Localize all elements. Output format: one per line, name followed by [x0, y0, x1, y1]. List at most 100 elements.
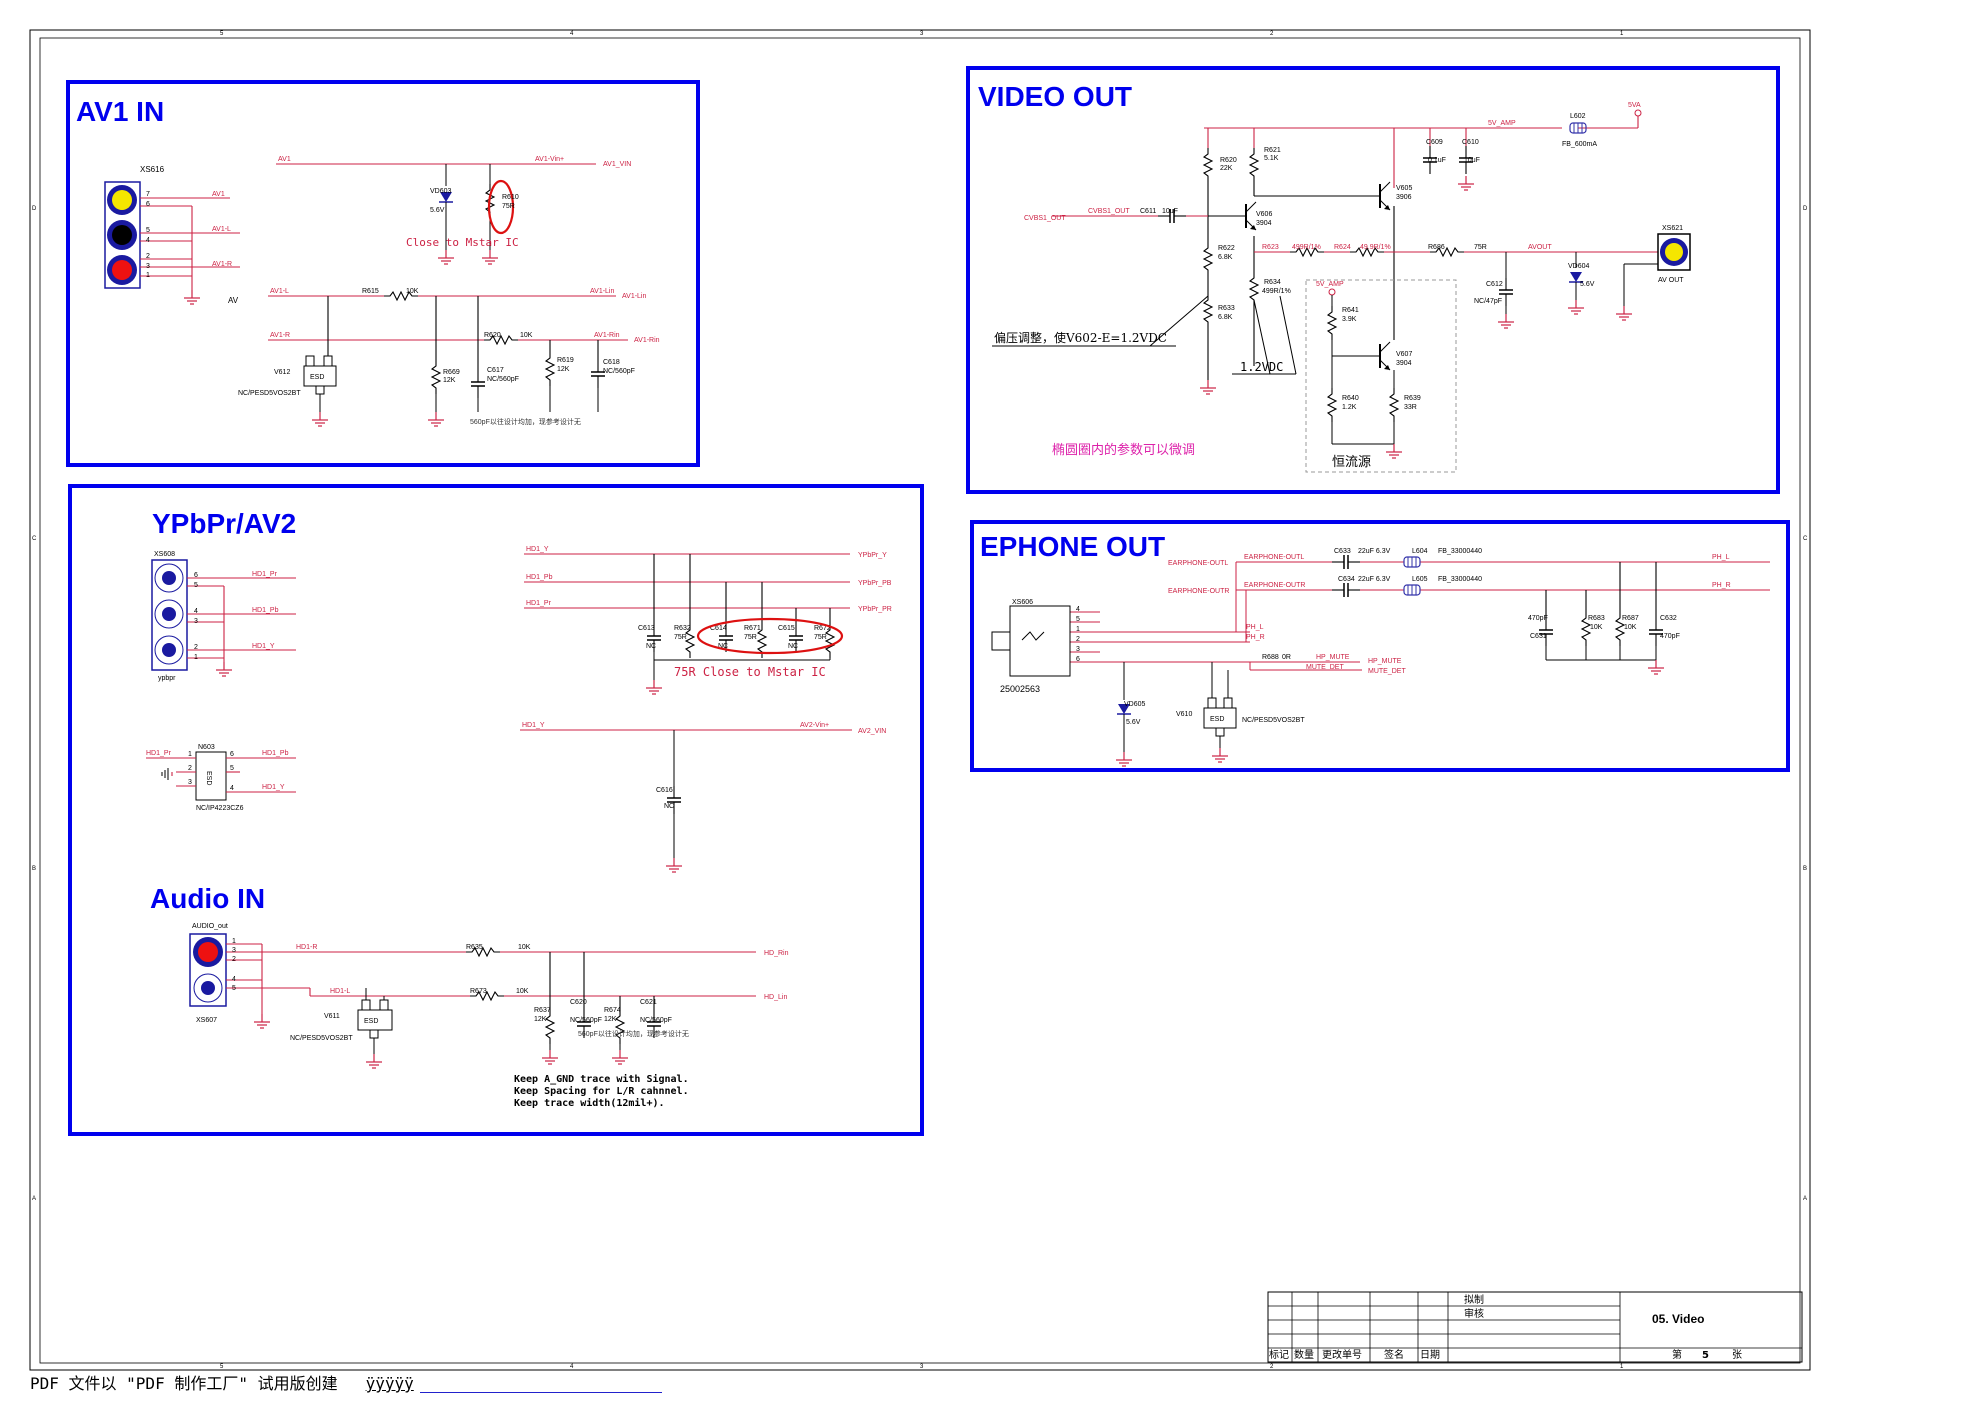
- pin: 6: [230, 751, 234, 758]
- resistor-ref: R683: [1588, 615, 1605, 622]
- sheet-suffix: 张: [1732, 1349, 1742, 1361]
- ferrite-ref: L605: [1412, 576, 1428, 583]
- cap-val: NC/560pF: [640, 1017, 672, 1024]
- cap-val: NC/560pF: [570, 1017, 602, 1024]
- resistor-val: 499R/1%: [1292, 244, 1321, 251]
- audio-title: Audio IN: [150, 883, 265, 914]
- zone-letter: A: [1803, 1196, 1807, 1202]
- transistor-val: 3906: [1396, 194, 1412, 201]
- pin: 2: [194, 644, 198, 651]
- col-label: 日期: [1420, 1349, 1440, 1361]
- net-label: AV1-L: [270, 288, 289, 295]
- pin: 6: [1076, 656, 1080, 663]
- av1-pin: 7: [146, 191, 150, 198]
- zone-number: 4: [570, 1364, 574, 1370]
- ferrite-val: FB_600mA: [1562, 141, 1597, 148]
- cap-ref: C615: [778, 625, 795, 632]
- resistor-val: 12K: [604, 1016, 617, 1023]
- av-out-connector[interactable]: [1657, 233, 1691, 271]
- net-label: AVOUT: [1528, 244, 1552, 251]
- pin: 6: [194, 572, 198, 579]
- port-label: AV1-Rin: [634, 337, 660, 344]
- resistor-ref: R632: [674, 625, 691, 632]
- av1-pin: 5: [146, 227, 150, 234]
- draw-label: 拟制: [1464, 1293, 1484, 1306]
- transistor-val: 3904: [1396, 360, 1412, 367]
- port-label: YPbPr_PB: [858, 580, 892, 587]
- av1-connector[interactable]: [104, 181, 141, 289]
- zone-number: 1: [1620, 1364, 1624, 1370]
- footer-link[interactable]: ÿÿÿÿÿ: [365, 1374, 414, 1393]
- connector-label: ypbpr: [158, 675, 176, 682]
- transistor-val: 3904: [1256, 220, 1272, 227]
- ephone-out-block: EPHONE OUT EARPHONE-OUTL EARPHONE-OUTR E…: [970, 520, 1790, 772]
- vdc-note: 1.2VDC: [1240, 360, 1283, 374]
- esd-ref: V611: [324, 1013, 340, 1020]
- footer-text: PDF 文件以 "PDF 制作工厂" 试用版创建: [30, 1374, 338, 1393]
- connector-ref: XS621: [1662, 225, 1683, 232]
- ypbpr-connector[interactable]: [151, 559, 188, 671]
- pin: 3: [188, 779, 192, 786]
- audio-connector[interactable]: [189, 933, 227, 1007]
- resistor-ref: R619: [557, 357, 574, 364]
- zone-letter: A: [32, 1196, 36, 1202]
- video-out-title: VIDEO OUT: [978, 81, 1132, 112]
- resistor-val: 5.1K: [1264, 155, 1279, 162]
- resistor-val: 10K: [1624, 624, 1637, 631]
- col-label: 签名: [1384, 1348, 1404, 1361]
- pin: 2: [1076, 636, 1080, 643]
- av1-pin: 6: [146, 201, 150, 208]
- net-label: HD1_Y: [252, 643, 275, 650]
- net-label: PH_R: [1712, 582, 1731, 589]
- resistor-val: 10K: [516, 988, 529, 995]
- diode-ref: VD604: [1568, 263, 1590, 270]
- resistor-ref: R688: [1262, 654, 1279, 661]
- net-label: HD1_Y: [526, 546, 549, 553]
- av1-pin: 3: [146, 263, 150, 270]
- resistor-val: 10K: [1590, 624, 1603, 631]
- esd-label: ESD: [1210, 716, 1224, 723]
- diode-val: 5.6V: [1126, 719, 1141, 726]
- cap-ref: C616: [656, 787, 673, 794]
- resistor-ref: R640: [1342, 395, 1359, 402]
- resistor-ref: R639: [1404, 395, 1421, 402]
- net-label: PH_R: [1246, 634, 1265, 641]
- zone-letter: D: [32, 206, 37, 212]
- esd-label: ESD: [364, 1018, 378, 1025]
- zone-number: 5: [220, 1364, 224, 1370]
- video-out-block: VIDEO OUT 5VA 5V_AMP L602 FB_600mA C609 …: [966, 66, 1780, 494]
- resistor-val: 12K: [557, 366, 570, 373]
- pin: 4: [194, 608, 198, 615]
- pin: 1: [188, 751, 192, 758]
- cap-val: NC/47pF: [1474, 298, 1502, 305]
- resistor-ref: R674: [604, 1007, 621, 1014]
- resistor-ref: R622: [1218, 245, 1235, 252]
- resistor-val: 3.9K: [1342, 316, 1357, 323]
- connector-label: AV OUT: [1658, 277, 1684, 284]
- esd-ref: V610: [1176, 711, 1192, 718]
- ephone-title: EPHONE OUT: [980, 531, 1165, 562]
- resistor-ref: R634: [1264, 279, 1281, 286]
- headphone-jack[interactable]: [991, 605, 1071, 677]
- pin: 2: [188, 765, 192, 772]
- net-label: HD1_Pb: [526, 574, 553, 581]
- resistor-val: 75R: [1474, 244, 1487, 251]
- av1-title: AV1 IN: [76, 96, 164, 127]
- net-label: 5V_AMP: [1488, 120, 1516, 127]
- cap-val: NC/560pF: [487, 376, 519, 383]
- port-label: HD_Rin: [764, 950, 789, 957]
- resistor-ref: R671: [744, 625, 761, 632]
- esd-label: ESD: [205, 771, 212, 785]
- net-label: CVBS1_OUT: [1088, 208, 1130, 215]
- resistor-val: 10K: [406, 288, 419, 295]
- cap-ref: C618: [603, 359, 620, 366]
- port-label: CVBS1_OUT: [1024, 215, 1066, 222]
- cap-ref: C621: [640, 999, 657, 1006]
- port-label: YPbPr_PR: [858, 606, 892, 613]
- cap-val: NC/560pF: [603, 368, 635, 375]
- resistor-ref: R624: [1334, 244, 1351, 251]
- net-label: EARPHONE-OUTR: [1244, 582, 1305, 589]
- cap-ref: C609: [1426, 139, 1443, 146]
- connector-label: AUDIO_out: [192, 923, 228, 930]
